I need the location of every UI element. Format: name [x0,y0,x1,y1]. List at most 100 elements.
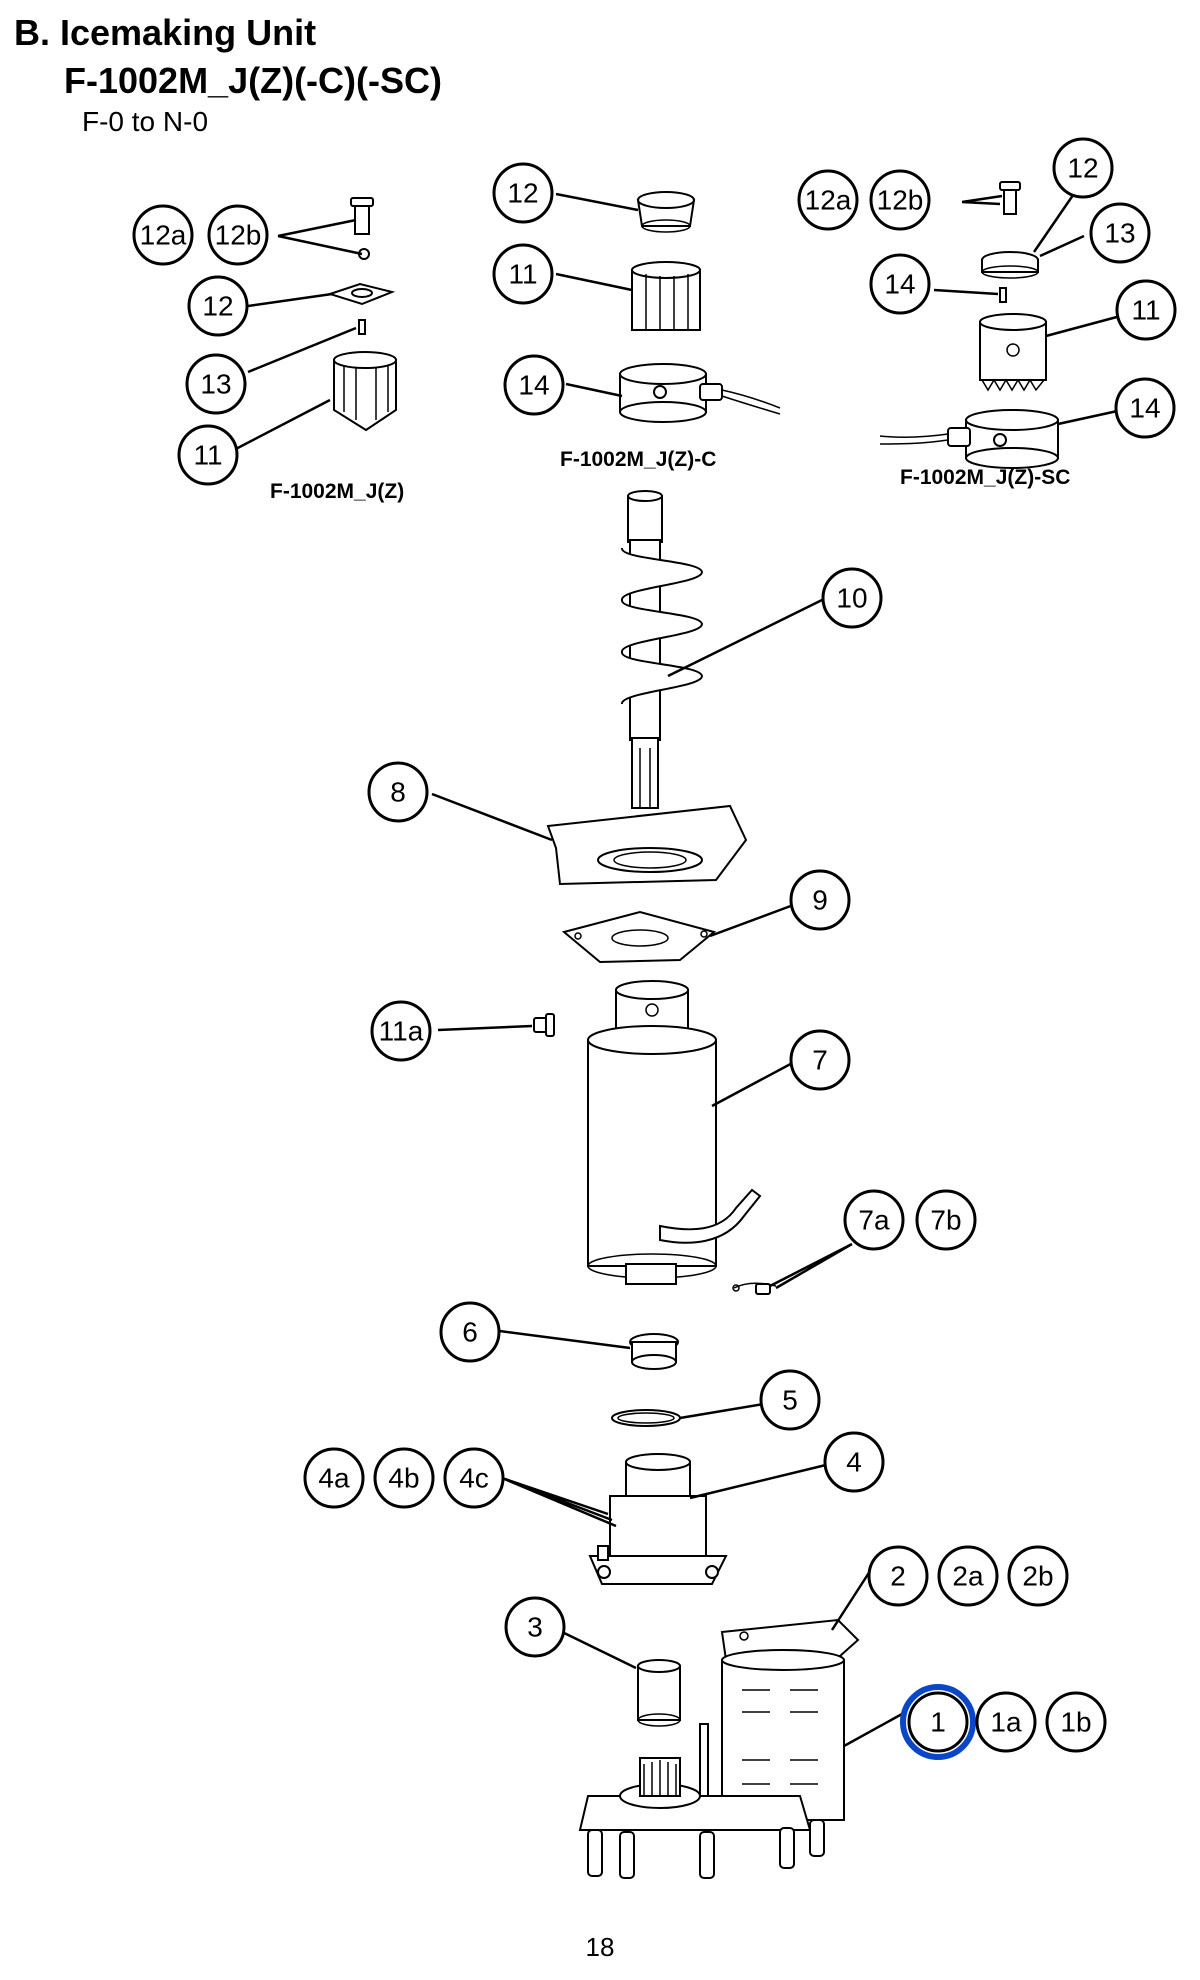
part-bolt-jz [350,197,374,260]
callout-2a[interactable]: 2a [937,1545,999,1607]
callout-circle [303,1447,365,1509]
callout-12a[interactable]: 12a [797,169,859,231]
callout-label: 11 [508,259,537,290]
callout-label: 12 [1067,153,1098,184]
callout-label: 12 [507,178,538,209]
part-pin-jz [358,319,366,335]
callout-circle [867,1545,929,1607]
callout-14[interactable]: 14 [869,253,931,315]
callout-circle [503,354,565,416]
part-evaporator-fastener [732,1282,777,1295]
callout-circle [373,1447,435,1509]
callout-label: 12a [805,185,852,216]
callout-12[interactable]: 12 [1052,137,1114,199]
callout-8[interactable]: 8 [367,761,429,823]
callout-circle [907,1691,969,1753]
callout-label: 8 [390,777,406,808]
callout-7a[interactable]: 7a [843,1189,905,1251]
callout-10[interactable]: 10 [821,567,883,629]
callout-12b[interactable]: 12b [207,204,269,266]
callout-label: 2 [890,1561,906,1592]
callout-circle [370,1000,432,1062]
callout-label: 13 [200,369,231,400]
callout-circle [789,1029,851,1091]
callout-14[interactable]: 14 [1114,377,1176,439]
part-housing-ring-sc [879,409,1059,469]
callout-3[interactable]: 3 [504,1596,566,1658]
callout-circle [185,353,247,415]
callout-label: 7 [812,1045,828,1076]
callout-label: 3 [527,1612,543,1643]
serial-range: F-0 to N-0 [82,106,209,137]
callout-label: 11 [1131,295,1160,326]
callout-13[interactable]: 13 [185,353,247,415]
callout-11a[interactable]: 11a [370,1000,432,1062]
callout-11[interactable]: 11 [1115,279,1177,341]
callout-label: 4a [318,1463,350,1494]
callout-label: 1a [990,1707,1022,1738]
part-cutter-jz [326,282,396,306]
part-cutter-c [636,191,696,233]
callout-13[interactable]: 13 [1089,202,1151,264]
page-number: 18 [585,1932,615,1962]
callout-11[interactable]: 11 [177,424,239,486]
callout-circle [1114,377,1176,439]
callout-circle [975,1691,1037,1753]
callout-label: 7b [930,1205,961,1236]
callout-6[interactable]: 6 [439,1301,501,1363]
callout-4[interactable]: 4 [823,1431,885,1493]
callout-9[interactable]: 9 [789,869,851,931]
callout-label: 2a [952,1561,984,1592]
callout-label: 12 [202,291,233,322]
part-coupling [637,1659,681,1727]
callout-label: 1 [930,1707,946,1738]
callout-circle [443,1447,505,1509]
callout-label: 9 [812,885,828,916]
callout-4c[interactable]: 4c [443,1447,505,1509]
callout-circle [843,1189,905,1251]
callout-5[interactable]: 5 [759,1369,821,1431]
callout-circle [504,1596,566,1658]
part-cutter-sc [981,251,1039,279]
callout-1b[interactable]: 1b [1045,1691,1107,1753]
callout-12b[interactable]: 12b [869,169,931,231]
callout-circle [869,169,931,231]
callout-7b[interactable]: 7b [915,1189,977,1251]
callout-circle [789,869,851,931]
callout-label: 5 [782,1385,798,1416]
callout-label: 10 [836,583,867,614]
variant-label-jz: F-1002M_J(Z) [270,480,404,503]
callout-label: 14 [1129,393,1160,424]
callout-1[interactable]: 1 [900,1684,976,1760]
callout-circle [207,204,269,266]
callout-12[interactable]: 12 [492,162,554,224]
callout-circle [177,424,239,486]
part-lower-housing [588,1453,728,1585]
callout-2b[interactable]: 2b [1007,1545,1069,1607]
callout-4b[interactable]: 4b [373,1447,435,1509]
callout-label: 12a [140,220,187,251]
part-housing-ring-c [619,363,781,423]
callout-12[interactable]: 12 [187,275,249,337]
callout-label: 14 [884,269,915,300]
callout-4a[interactable]: 4a [303,1447,365,1509]
callout-label: 4b [388,1463,419,1494]
callout-circle [1089,202,1151,264]
variant-label-c: F-1002M_J(Z)-C [560,448,716,471]
callout-circle [492,162,554,224]
callout-2[interactable]: 2 [867,1545,929,1607]
callout-14[interactable]: 14 [503,354,565,416]
callout-12a[interactable]: 12a [132,204,194,266]
variant-label-sc: F-1002M_J(Z)-SC [900,466,1070,489]
callout-label: 6 [462,1317,478,1348]
part-evaporator [587,980,762,1285]
callout-label: 12b [877,185,924,216]
callout-11[interactable]: 11 [492,243,554,305]
callout-1a[interactable]: 1a [975,1691,1037,1753]
callout-7[interactable]: 7 [789,1029,851,1091]
callout-circle [759,1369,821,1431]
callout-circle [823,1431,885,1493]
callout-circle [1115,279,1177,341]
